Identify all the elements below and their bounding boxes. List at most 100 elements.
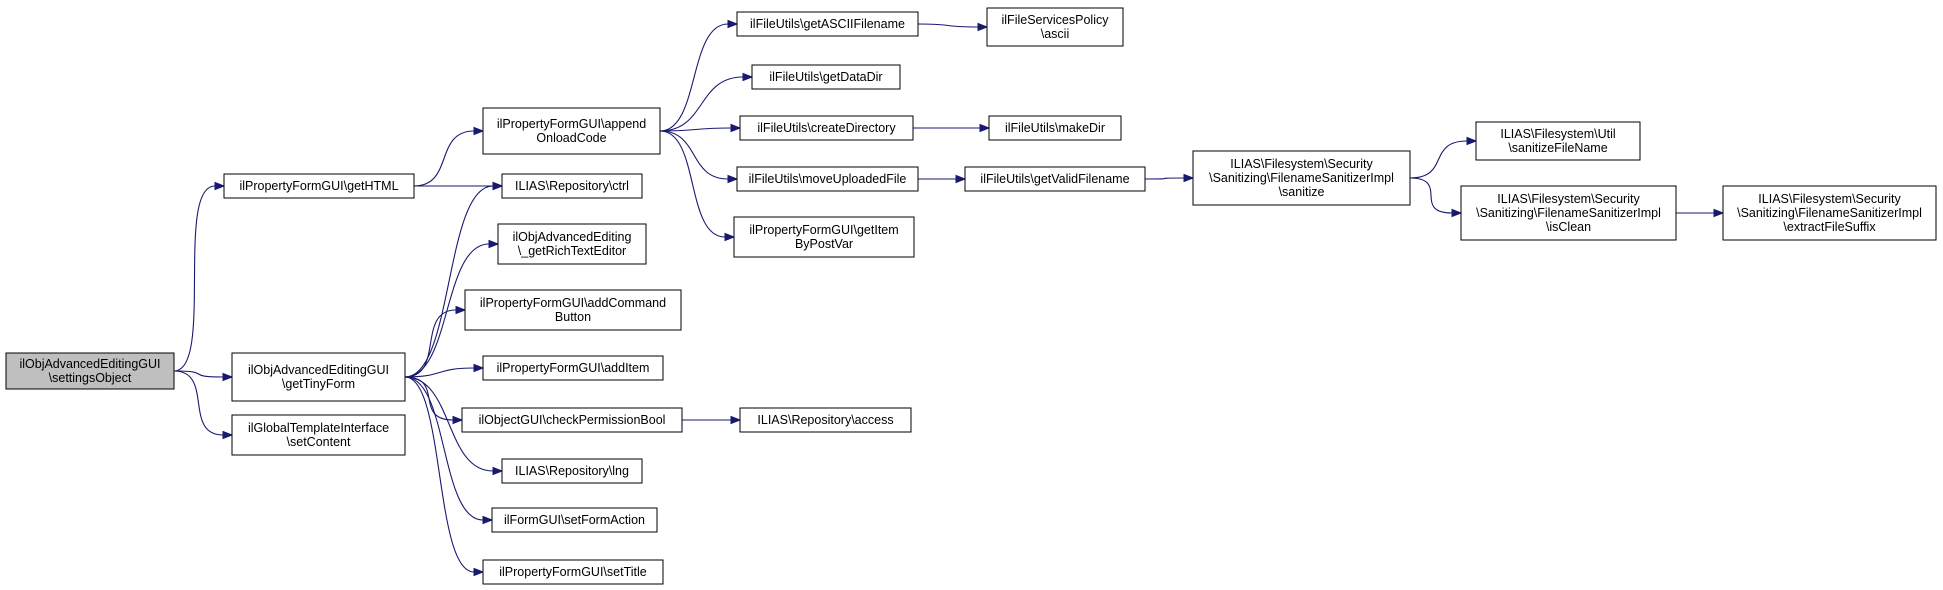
- node-label: ilFileUtils\createDirectory: [757, 121, 896, 135]
- edge-settingsObject-to-setContent: [173, 370, 234, 440]
- node-label: ILIAS\Filesystem\Security: [1758, 192, 1901, 206]
- node-sanitizeFileName[interactable]: ILIAS\Filesystem\Util\sanitizeFileName: [1475, 121, 1641, 161]
- arrowhead-icon: [1713, 208, 1725, 218]
- node-box: [482, 355, 664, 381]
- node-box: [736, 11, 919, 37]
- arrowhead-icon: [1183, 173, 1195, 183]
- node-getValidFilename[interactable]: ilFileUtils\getValidFilename: [964, 166, 1146, 192]
- node-box: [986, 7, 1124, 47]
- edge-getTinyForm-to-setTitle: [404, 376, 485, 577]
- edge-line: [173, 185, 216, 372]
- node-box: [964, 166, 1146, 192]
- node-setFormAction[interactable]: ilFormGUI\setFormAction: [491, 507, 658, 533]
- node-label: ilFileServicesPolicy: [1002, 13, 1110, 27]
- node-label: ilObjAdvancedEditing: [513, 230, 632, 244]
- node-label: ilObjAdvancedEditingGUI: [19, 357, 160, 371]
- edge-line: [659, 127, 732, 132]
- edge-getHTML-to-appendOnloadCode: [413, 126, 485, 187]
- edge-line: [404, 309, 457, 378]
- node-isClean[interactable]: ILIAS\Filesystem\Security\Sanitizing\Fil…: [1460, 185, 1677, 241]
- node-box: [464, 289, 682, 331]
- edge-line: [659, 130, 729, 180]
- edge-getTinyForm-to-ctrl: [404, 181, 504, 378]
- node-box: [231, 352, 406, 402]
- node-label: ilFileUtils\moveUploadedFile: [749, 172, 907, 186]
- edge-line: [1409, 140, 1468, 179]
- node-getHTML[interactable]: ilPropertyFormGUI\getHTML: [223, 173, 415, 199]
- edge-getTinyForm-to-lng: [404, 376, 504, 476]
- node-label: \Sanitizing\FilenameSanitizerImpl: [1476, 206, 1661, 220]
- node-box: [1722, 185, 1937, 241]
- edge-createDirectory-to-makeDir: [912, 123, 991, 133]
- node-label: ilObjectGUI\checkPermissionBool: [479, 413, 666, 427]
- node-label: \getTinyForm: [282, 377, 355, 391]
- node-box: [501, 173, 643, 199]
- edge-line: [917, 23, 979, 28]
- node-extractFileSuffix[interactable]: ILIAS\Filesystem\Security\Sanitizing\Fil…: [1722, 185, 1937, 241]
- node-getRichTextEditor[interactable]: ilObjAdvancedEditing\_getRichTextEditor: [497, 223, 647, 265]
- node-ctrl[interactable]: ILIAS\Repository\ctrl: [501, 173, 643, 199]
- node-sanitize[interactable]: ILIAS\Filesystem\Security\Sanitizing\Fil…: [1192, 150, 1411, 206]
- node-label: ilPropertyFormGUI\addCommand: [480, 296, 666, 310]
- arrowhead-icon: [222, 372, 234, 382]
- node-ascii[interactable]: ilFileServicesPolicy\ascii: [986, 7, 1124, 47]
- node-box: [5, 352, 175, 390]
- node-checkPermissionBool[interactable]: ilObjectGUI\checkPermissionBool: [461, 407, 683, 433]
- node-label: ILIAS\Repository\ctrl: [515, 179, 629, 193]
- node-makeDir[interactable]: ilFileUtils\makeDir: [988, 115, 1122, 141]
- node-box: [1475, 121, 1641, 161]
- node-setTitle[interactable]: ilPropertyFormGUI\setTitle: [482, 559, 664, 585]
- node-setContent[interactable]: ilGlobalTemplateInterface\setContent: [231, 414, 406, 456]
- edge-line: [173, 370, 224, 378]
- arrowhead-icon: [1451, 208, 1463, 218]
- node-label: \settingsObject: [49, 371, 132, 385]
- node-label: ILIAS\Filesystem\Security: [1230, 157, 1373, 171]
- edge-line: [404, 367, 475, 378]
- node-box: [491, 507, 658, 533]
- node-label: \extractFileSuffix: [1783, 220, 1876, 234]
- node-box: [223, 173, 415, 199]
- node-getTinyForm[interactable]: ilObjAdvancedEditingGUI\getTinyForm: [231, 352, 406, 402]
- arrowhead-icon: [222, 430, 234, 440]
- node-settingsObject[interactable]: ilObjAdvancedEditingGUI\settingsObject: [5, 352, 175, 390]
- node-label: \sanitize: [1279, 185, 1325, 199]
- node-label: ILIAS\Repository\lng: [515, 464, 629, 478]
- node-label: ilPropertyFormGUI\getHTML: [239, 179, 398, 193]
- edge-line: [1409, 177, 1453, 214]
- edge-getASCIIFilename-to-ascii: [917, 22, 989, 32]
- edge-getTinyForm-to-addCommandButton: [404, 305, 467, 378]
- edge-appendOnloadCode-to-getASCIIFilename: [659, 19, 739, 132]
- node-label: ilFormGUI\setFormAction: [504, 513, 645, 527]
- nodes-layer: ilObjAdvancedEditingGUI\settingsObjectil…: [5, 7, 1937, 585]
- node-box: [231, 414, 406, 456]
- node-createDirectory[interactable]: ilFileUtils\createDirectory: [739, 115, 914, 141]
- node-moveUploadedFile[interactable]: ilFileUtils\moveUploadedFile: [736, 166, 919, 192]
- edge-settingsObject-to-getTinyForm: [173, 370, 234, 382]
- edge-line: [404, 185, 494, 378]
- edge-line: [1144, 177, 1185, 180]
- node-label: ILIAS\Filesystem\Security: [1497, 192, 1640, 206]
- arrowhead-icon: [482, 515, 494, 525]
- edge-getTinyForm-to-setFormAction: [404, 376, 494, 525]
- node-box: [482, 559, 664, 585]
- edge-line: [659, 23, 729, 132]
- arrowhead-icon: [455, 305, 467, 315]
- node-getASCIIFilename[interactable]: ilFileUtils\getASCIIFilename: [736, 11, 919, 37]
- node-box: [501, 458, 643, 484]
- node-access[interactable]: ILIAS\Repository\access: [739, 407, 912, 433]
- node-label: ilPropertyFormGUI\getItem: [749, 223, 898, 237]
- node-label: ilObjAdvancedEditingGUI: [248, 363, 389, 377]
- node-label: \setContent: [287, 435, 351, 449]
- edge-line: [404, 376, 494, 472]
- edge-appendOnloadCode-to-getDataDir: [659, 72, 754, 132]
- node-label: \isClean: [1546, 220, 1591, 234]
- node-lng[interactable]: ILIAS\Repository\lng: [501, 458, 643, 484]
- node-addItem[interactable]: ilPropertyFormGUI\addItem: [482, 355, 664, 381]
- arrowhead-icon: [452, 415, 464, 425]
- node-getDataDir[interactable]: ilFileUtils\getDataDir: [751, 64, 901, 90]
- arrowhead-icon: [727, 19, 739, 29]
